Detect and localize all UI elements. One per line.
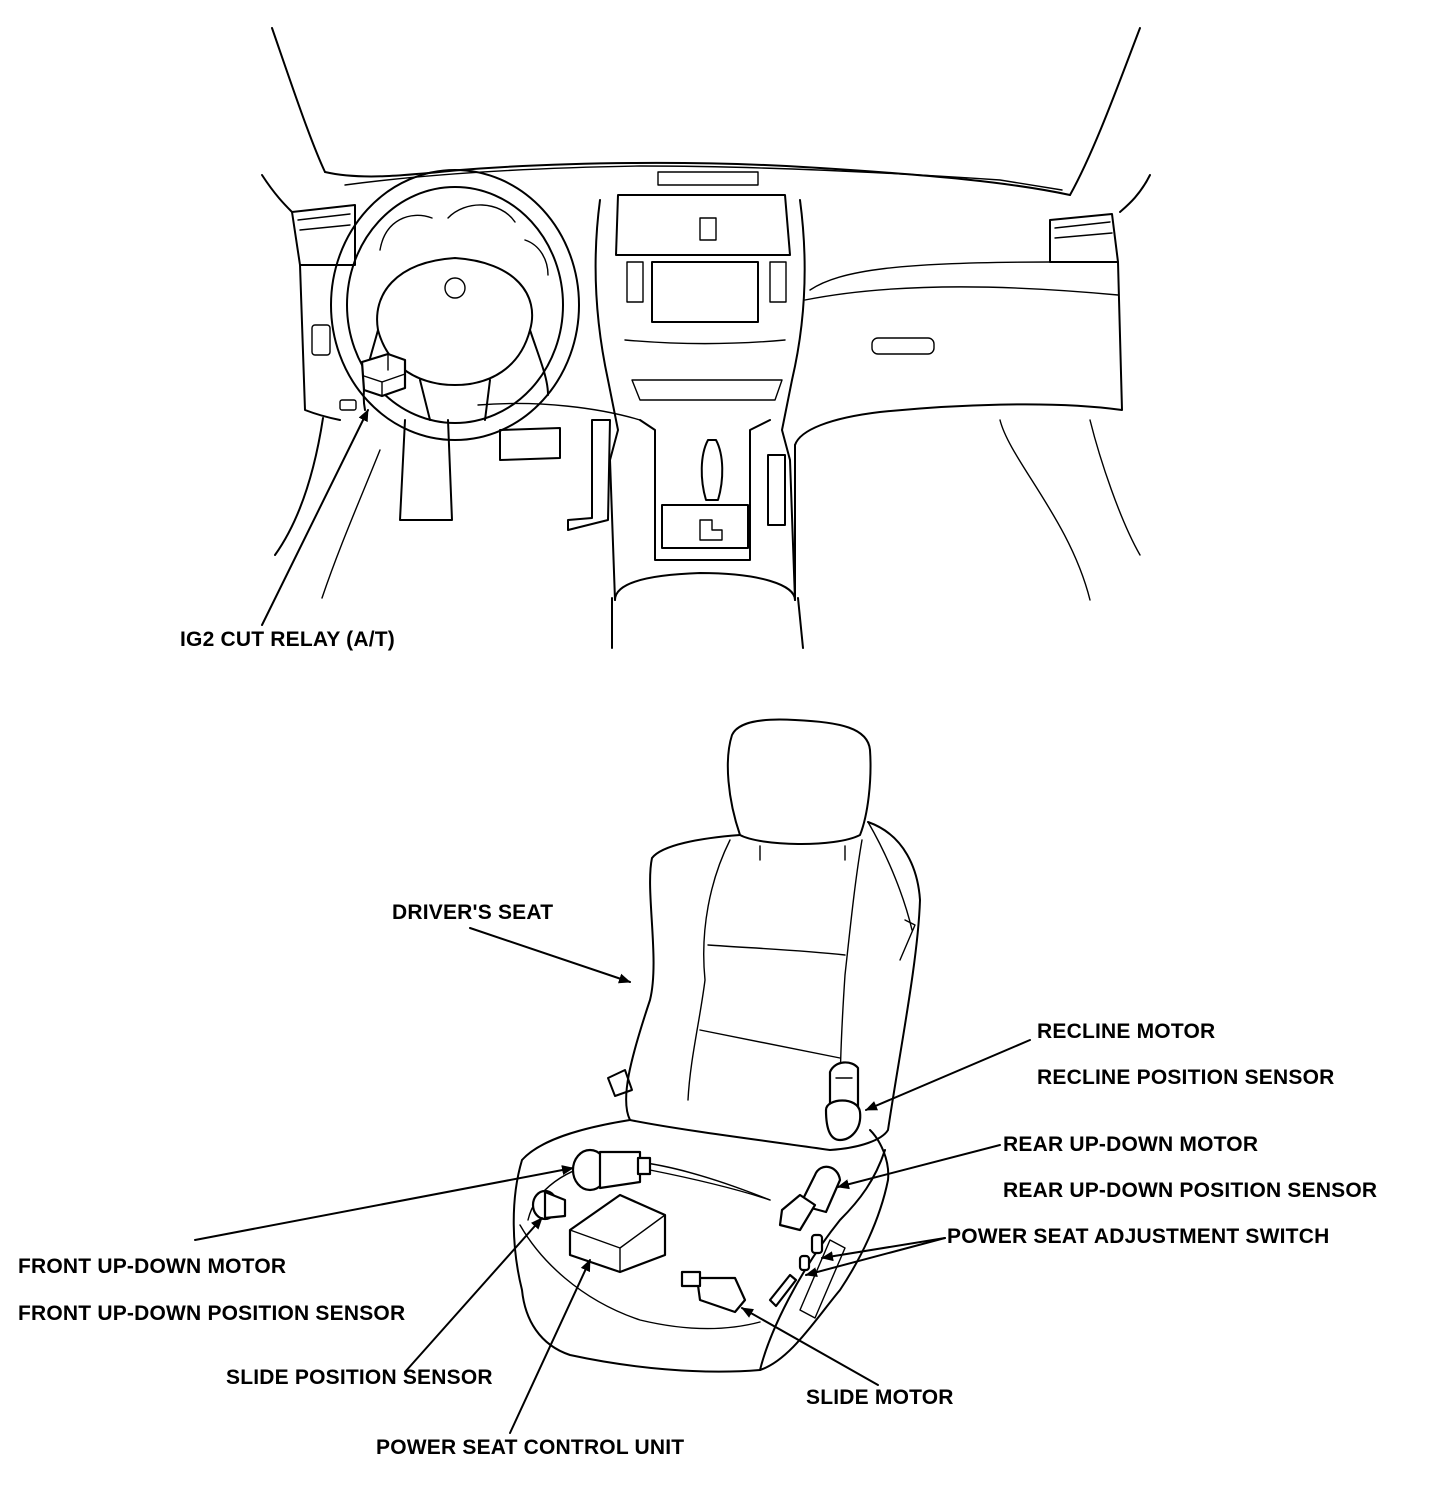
slide-motor <box>680 1270 747 1314</box>
dash-top <box>324 161 1071 196</box>
left-a-pillar <box>271 27 326 173</box>
label-power-seat-control-unit: POWER SEAT CONTROL UNIT <box>376 1436 685 1459</box>
leader-front-up-down <box>194 1165 574 1241</box>
leader-slide-position <box>404 1217 543 1373</box>
label-recline-position-sensor: RECLINE POSITION SENSOR <box>1037 1066 1335 1089</box>
leader-switch-a <box>821 1237 946 1262</box>
right-a-pillar <box>1069 27 1141 196</box>
front-up-down-motor <box>571 1148 652 1192</box>
shift-lever <box>700 439 724 501</box>
slide-position-sensor <box>531 1189 567 1221</box>
label-front-up-down-position-sensor: FRONT UP-DOWN POSITION SENSOR <box>18 1302 406 1325</box>
label-rear-up-down-position-sensor: REAR UP-DOWN POSITION SENSOR <box>1003 1179 1378 1202</box>
label-rear-up-down-motor: REAR UP-DOWN MOTOR <box>1003 1133 1259 1156</box>
label-ig2-cut-relay: IG2 CUT RELAY (A/T) <box>180 628 395 651</box>
steering-wheel <box>330 169 580 441</box>
headrest <box>726 718 872 845</box>
leader-slide-motor <box>741 1307 879 1386</box>
rear-up-down-motor <box>778 1165 842 1232</box>
brake-pedal <box>499 427 561 461</box>
seat-cushion <box>512 1119 890 1373</box>
label-drivers-seat: DRIVER'S SEAT <box>392 901 554 924</box>
leader-control-unit <box>509 1259 591 1434</box>
leader-rear-up-down <box>837 1144 1001 1190</box>
label-power-seat-adjustment-switch: POWER SEAT ADJUSTMENT SWITCH <box>947 1225 1330 1248</box>
ig2-cut-relay <box>360 352 407 398</box>
navigation-screen <box>651 261 759 323</box>
label-recline-motor: RECLINE MOTOR <box>1037 1020 1216 1043</box>
seat-illustration <box>512 718 921 1373</box>
accelerator-pedal <box>567 419 611 531</box>
left-vent <box>291 204 356 266</box>
recline-motor <box>824 1061 862 1142</box>
leader-lines <box>194 409 1031 1434</box>
leader-drivers-seat <box>469 927 631 984</box>
leader-recline <box>865 1039 1031 1111</box>
leader-switch-b <box>805 1237 946 1278</box>
dashboard-illustration <box>261 27 1151 649</box>
leader-ig2-cut-relay <box>261 409 369 626</box>
label-front-up-down-motor: FRONT UP-DOWN MOTOR <box>18 1255 287 1278</box>
power-seat-control-unit <box>568 1193 667 1274</box>
backrest <box>625 821 921 1151</box>
center-stack <box>594 194 806 649</box>
glovebox-handle <box>871 337 935 355</box>
power-seat-adjustment-switch <box>768 1233 824 1308</box>
label-slide-motor: SLIDE MOTOR <box>806 1386 954 1409</box>
label-slide-position-sensor: SLIDE POSITION SENSOR <box>226 1366 493 1389</box>
